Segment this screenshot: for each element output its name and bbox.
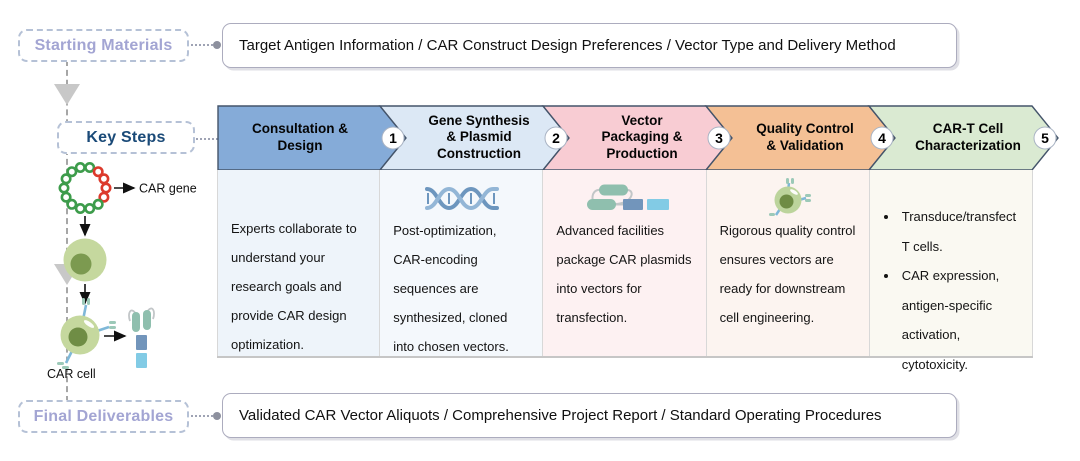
title-line: Vector [621, 112, 663, 128]
title-line: Characterization [915, 137, 1021, 153]
step-1-number-badge [381, 126, 405, 150]
dotted-connector [191, 41, 221, 49]
step-5-description-panel: Transduce/transfect T cells. CAR express… [869, 170, 1033, 372]
step-3-description-panel: Advanced facilities package CAR plasmids… [543, 170, 707, 356]
title-line: & Plasmid [446, 129, 512, 145]
dna-helix-icon [424, 186, 499, 210]
step-5-number: 5 [1041, 130, 1049, 146]
step-2-number: 2 [552, 130, 560, 146]
starting-materials-box: Target Antigen Information / CAR Constru… [222, 23, 957, 68]
step-3-description: Advanced facilities package CAR plasmids… [556, 223, 692, 325]
step-5-title: CAR-T Cell Characterization [891, 105, 1045, 170]
step-4-title: Quality Control & Validation [728, 105, 882, 170]
dotted-connector [196, 135, 226, 143]
car-cell-label: CAR cell [47, 367, 96, 381]
step-number-badges: 1 2 3 4 5 [381, 126, 1057, 150]
title-line: CAR-T Cell [932, 121, 1004, 136]
step-1-title: Consultation & Design [217, 105, 383, 170]
title-line: Production [606, 145, 678, 161]
step-1-number: 1 [389, 130, 397, 146]
step-3-number: 3 [715, 130, 723, 146]
left-rail-dashed-line [66, 60, 68, 402]
bullet-item: Transduce/transfect T cells. [899, 202, 1020, 261]
step-1-description-panel: Experts collaborate to understand your r… [217, 170, 381, 356]
step-1-description: Experts collaborate to understand your r… [231, 221, 357, 352]
car-cell-icon [57, 298, 116, 369]
car-construct-icon [128, 307, 155, 368]
dotted-connector [191, 412, 221, 420]
step-4-description-panel: Rigorous quality control ensures vectors… [706, 170, 870, 356]
step-2-description-panel: Post-optimization, CAR-encoding sequence… [380, 170, 544, 356]
step-2-description: Post-optimization, CAR-encoding sequence… [393, 223, 509, 354]
title-line: & Validation [766, 137, 844, 153]
title-line: Packaging & [601, 129, 683, 145]
starting-materials-label: Starting Materials [18, 29, 189, 62]
title-line: Gene Synthesis [428, 112, 530, 128]
title-line: Design [277, 137, 323, 153]
step-5-number-badge [1033, 126, 1057, 150]
key-steps-label: Key Steps [57, 121, 195, 154]
final-deliverables-label: Final Deliverables [18, 400, 189, 433]
cell-icon [63, 238, 107, 282]
title-line: Quality Control [756, 121, 854, 136]
title-line: Consultation & [252, 121, 348, 136]
bullet-item: CAR expression, antigen-specific activat… [899, 261, 1020, 379]
final-deliverables-box: Validated CAR Vector Aliquots / Comprehe… [222, 393, 957, 438]
step-3-title: Vector Packaging & Production [565, 105, 719, 170]
process-steps-chevron-band: 1 2 3 4 5 [217, 105, 1059, 171]
step-2-number-badge [544, 126, 568, 150]
step-4-number-badge [870, 126, 894, 150]
step-3-number-badge [707, 126, 731, 150]
step-4-description: Rigorous quality control ensures vectors… [719, 223, 856, 325]
car-gene-to-car-cell-illustration: CAR gene [47, 162, 197, 381]
step-5-bullet-list: Transduce/transfect T cells. CAR express… [883, 202, 1020, 379]
car-cell-icon [769, 178, 812, 216]
car-vector-icon [586, 184, 669, 210]
car-gene-label: CAR gene [139, 182, 197, 196]
title-line: Construction [437, 145, 521, 161]
down-arrow-icon [54, 84, 80, 105]
step-4-number: 4 [878, 130, 886, 146]
plasmid-icon [58, 162, 112, 214]
step-2-title: Gene Synthesis & Plasmid Construction [402, 105, 556, 170]
step-descriptions-band: Experts collaborate to understand your r… [217, 170, 1033, 372]
